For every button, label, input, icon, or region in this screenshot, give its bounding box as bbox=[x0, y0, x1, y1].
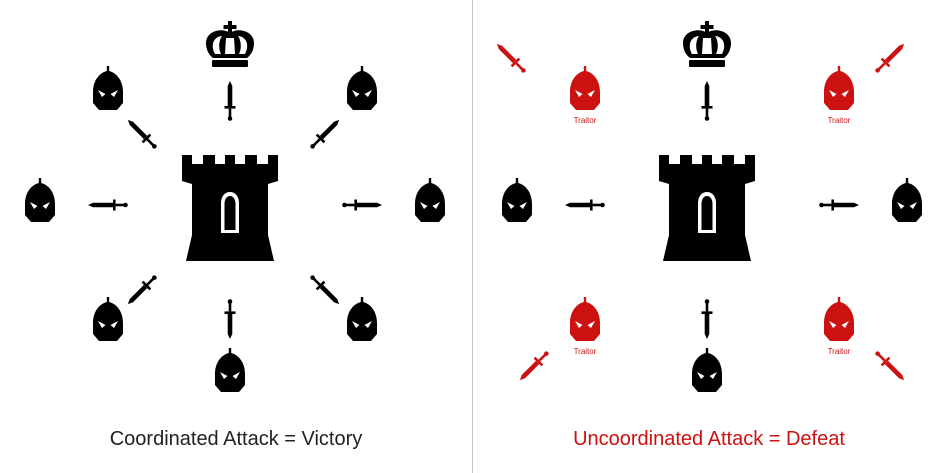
knight-helmet-icon bbox=[502, 178, 532, 222]
coordinated-attack-panel bbox=[25, 21, 445, 392]
general-king bbox=[683, 21, 731, 121]
castle-tower-icon bbox=[659, 155, 755, 261]
general-bottom-right: Traitor bbox=[824, 297, 909, 385]
general-top-left: Traitor bbox=[492, 39, 600, 125]
sword-icon bbox=[515, 348, 552, 385]
knight-helmet-icon bbox=[824, 297, 854, 341]
caption-coordinated: Coordinated Attack = Victory bbox=[109, 428, 363, 450]
general-bottom-left bbox=[93, 272, 160, 341]
sword-icon bbox=[565, 199, 605, 211]
sword-icon bbox=[342, 199, 382, 211]
general-bottom-left: Traitor bbox=[515, 297, 600, 385]
sword-icon bbox=[123, 115, 160, 152]
knight-helmet-icon bbox=[215, 348, 245, 392]
sword-icon bbox=[492, 39, 529, 76]
knight-helmet-icon bbox=[415, 178, 445, 222]
caption-uncoordinated: Uncoordinated Attack = Defeat bbox=[573, 428, 845, 450]
traitor-label: Traitor bbox=[574, 116, 597, 125]
knight-helmet-icon bbox=[93, 66, 123, 110]
sword-icon bbox=[123, 272, 160, 309]
castle-tower-icon bbox=[182, 155, 278, 261]
general-left bbox=[502, 178, 605, 222]
general-top-right: Traitor bbox=[824, 39, 909, 125]
sword-icon bbox=[224, 81, 236, 121]
knight-helmet-icon bbox=[570, 297, 600, 341]
general-right bbox=[819, 178, 922, 222]
knight-helmet-icon bbox=[570, 66, 600, 110]
sword-icon bbox=[701, 81, 713, 121]
knight-helmet-icon bbox=[347, 297, 377, 341]
knight-helmet-icon bbox=[692, 348, 722, 392]
sword-icon bbox=[819, 199, 859, 211]
general-top-left bbox=[93, 66, 160, 152]
knight-helmet-icon bbox=[93, 297, 123, 341]
knight-helmet-icon bbox=[347, 66, 377, 110]
knight-helmet-icon bbox=[892, 178, 922, 222]
traitor-label: Traitor bbox=[828, 116, 851, 125]
knight-helmet-icon bbox=[25, 178, 55, 222]
sword-icon bbox=[307, 272, 344, 309]
general-king bbox=[206, 21, 254, 121]
traitor-label: Traitor bbox=[574, 347, 597, 356]
sword-icon bbox=[872, 39, 909, 76]
knight-helmet-icon bbox=[824, 66, 854, 110]
general-bottom-right bbox=[307, 272, 377, 341]
general-bottom bbox=[215, 299, 245, 392]
general-right bbox=[342, 178, 445, 222]
general-bottom bbox=[692, 299, 722, 392]
sword-icon bbox=[307, 115, 344, 152]
sword-icon bbox=[88, 199, 128, 211]
crown-icon bbox=[206, 21, 254, 67]
crown-icon bbox=[683, 21, 731, 67]
traitor-label: Traitor bbox=[828, 347, 851, 356]
general-left bbox=[25, 178, 128, 222]
sword-icon bbox=[872, 348, 909, 385]
panel-divider bbox=[472, 0, 473, 473]
general-top-right bbox=[307, 66, 377, 152]
sword-icon bbox=[701, 299, 713, 339]
sword-icon bbox=[224, 299, 236, 339]
